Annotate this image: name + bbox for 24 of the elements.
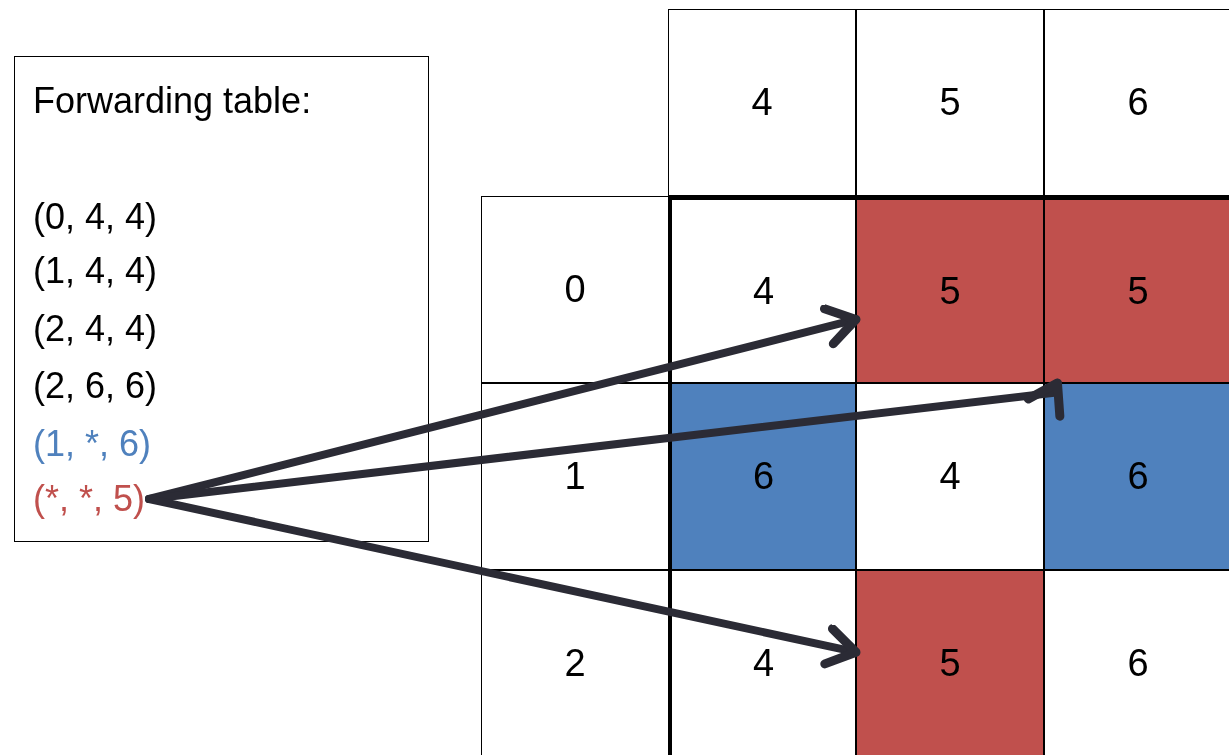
grid-cell: 1 — [481, 383, 669, 570]
grid-cell: 4 — [668, 196, 856, 383]
forwarding-table-box — [14, 56, 429, 542]
table-entry: (2, 6, 6) — [33, 368, 158, 404]
table-entry: (1, 4, 4) — [33, 253, 158, 289]
grid-cell: 4 — [668, 570, 856, 755]
table-entry: (0, 4, 4) — [33, 199, 158, 235]
grid-cell: 5 — [856, 196, 1044, 383]
grid-cell: 6 — [1044, 383, 1229, 570]
table-entry: (1, *, 6) — [33, 426, 152, 462]
arrow — [145, 495, 861, 669]
grid-cell: 4 — [668, 9, 856, 196]
grid-cell: 5 — [856, 9, 1044, 196]
grid-cell: 6 — [1044, 570, 1229, 755]
grid-cell: 0 — [481, 196, 669, 383]
table-entry: (*, *, 5) — [33, 481, 146, 517]
table-entry: (2, 4, 4) — [33, 311, 158, 347]
grid-cell: 4 — [856, 383, 1044, 570]
grid-cell: 6 — [668, 383, 856, 570]
grid-cell: 5 — [856, 570, 1044, 755]
table-heading: Forwarding table: — [33, 83, 312, 119]
grid-cell: 5 — [1044, 196, 1229, 383]
grid-cell: 6 — [1044, 9, 1229, 196]
grid-cell: 2 — [481, 570, 669, 755]
